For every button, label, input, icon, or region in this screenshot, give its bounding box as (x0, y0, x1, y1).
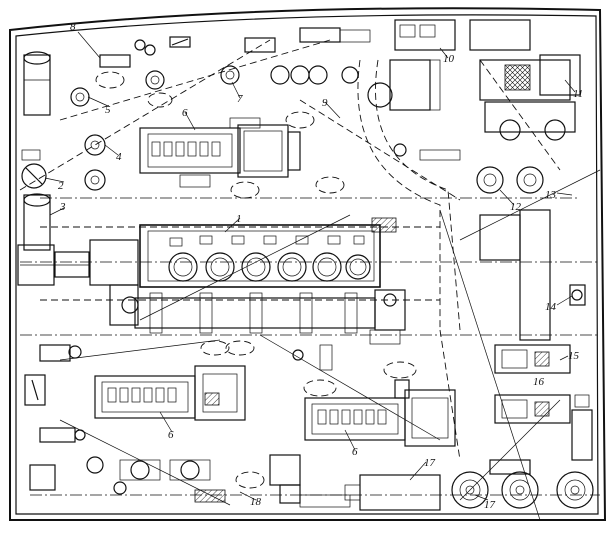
left-equipment (21, 51, 345, 251)
cylinder-covers (169, 235, 365, 247)
auxiliary-engine-top (139, 117, 301, 188)
label-6a: 6 (182, 107, 188, 119)
right-equipment (479, 209, 593, 461)
label-1: 1 (236, 213, 242, 225)
cylinder-circles (168, 252, 371, 282)
label-6b: 6 (168, 429, 174, 441)
left-lower-fittings (24, 340, 417, 489)
separator-cluster (389, 19, 581, 141)
label-16: 16 (533, 376, 545, 388)
pipe-route (357, 59, 461, 461)
label-17b: 17 (484, 499, 496, 511)
auxiliary-engine-lower-right (304, 379, 456, 447)
bottom-machinery (29, 454, 594, 511)
label-17a: 17 (424, 457, 436, 469)
label-11: 11 (573, 88, 583, 100)
label-15: 15 (568, 350, 580, 362)
callout-labels: 8 5 4 2 3 6 7 9 1 10 11 12 13 14 15 16 6… (58, 21, 583, 511)
label-14: 14 (545, 301, 557, 313)
shaft-centerlines (20, 197, 600, 496)
main-engine (17, 217, 406, 345)
top-fittings (99, 27, 393, 108)
hull-outline (9, 7, 607, 521)
label-leaders (44, 31, 576, 501)
label-8: 8 (70, 21, 76, 33)
label-13: 13 (545, 189, 557, 201)
label-10: 10 (443, 53, 455, 65)
label-3: 3 (59, 201, 66, 213)
label-12: 12 (510, 201, 522, 213)
label-7: 7 (237, 93, 243, 105)
label-4: 4 (116, 151, 122, 163)
pump-rounds (393, 143, 544, 194)
label-2: 2 (58, 180, 64, 192)
label-18: 18 (250, 496, 262, 508)
label-5: 5 (105, 104, 111, 116)
auxiliary-engine-lower-left (94, 365, 246, 421)
label-9: 9 (322, 97, 328, 109)
label-6c: 6 (352, 446, 358, 458)
